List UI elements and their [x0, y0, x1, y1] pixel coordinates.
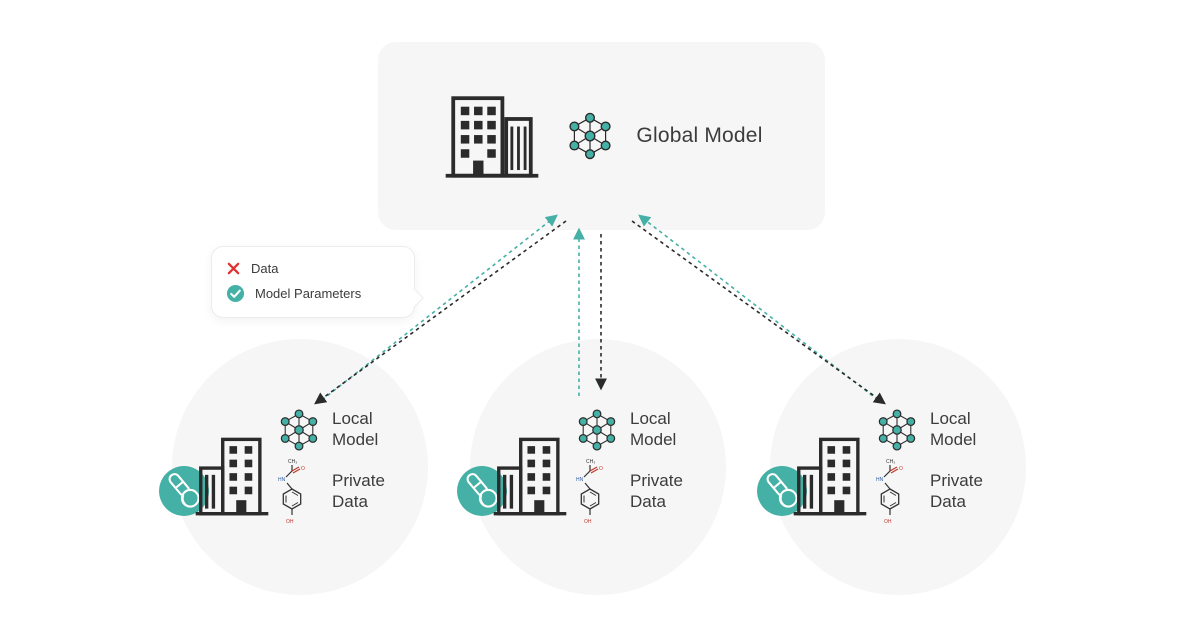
svg-text:HN: HN	[876, 477, 884, 483]
legend-params-label: Model Parameters	[255, 286, 362, 301]
local-model-row: Local Model	[574, 407, 724, 453]
legend-row-data: Data	[226, 261, 400, 276]
private-data-label: Private Data	[630, 471, 683, 511]
svg-text:CH₃: CH₃	[586, 459, 595, 465]
private-data-row: CH₃ O HN OH Private Data	[574, 455, 724, 529]
svg-text:CH₃: CH₃	[886, 459, 895, 465]
molecule-icon: CH₃ O HN OH	[576, 459, 603, 525]
svg-text:HN: HN	[278, 477, 286, 483]
local-node-2: Local Model CH₃ O HN OH	[457, 339, 726, 595]
global-model-panel: Global Model	[378, 42, 825, 230]
molecule-icon: CH₃ O HN OH	[876, 459, 903, 525]
building-icon	[195, 437, 269, 516]
svg-text:O: O	[899, 466, 903, 472]
local-model-label: Local Model	[930, 409, 977, 449]
legend-callout-tail	[404, 288, 424, 308]
legend-data-label: Data	[251, 261, 279, 276]
svg-text:OH: OH	[884, 519, 892, 525]
local-node-1: Local Model CH₃ O HN OH	[159, 339, 428, 595]
hospital-building-icon	[446, 96, 539, 178]
legend-row-params: Model Parameters	[226, 284, 400, 303]
global-model-label: Global Model	[636, 124, 763, 147]
neural-network-icon	[878, 409, 916, 451]
svg-text:OH: OH	[286, 519, 294, 525]
svg-text:CH₃: CH₃	[288, 459, 297, 465]
svg-text:HN: HN	[576, 477, 584, 483]
neural-network-icon	[280, 409, 318, 451]
neural-network-icon	[578, 409, 616, 451]
pills-icon	[457, 466, 507, 516]
private-data-label: Private Data	[930, 471, 983, 511]
pills-icon	[757, 466, 807, 516]
local-model-row: Local Model	[874, 407, 1024, 453]
private-data-row: CH₃ O HN OH Private Data	[874, 455, 1024, 529]
local-node-3: Local Model CH₃ O HN OH	[757, 339, 1026, 595]
building-icon	[793, 437, 867, 516]
red-cross-icon	[227, 262, 240, 275]
private-data-row: CH₃ O HN OH Private Data	[276, 455, 426, 529]
building-icon	[493, 437, 567, 516]
legend-callout: Data Model Parameters	[211, 246, 424, 318]
local-model-label: Local Model	[332, 409, 379, 449]
local-model-row: Local Model	[276, 407, 426, 453]
svg-text:O: O	[301, 466, 305, 472]
pills-icon	[159, 466, 209, 516]
svg-text:O: O	[599, 466, 603, 472]
private-data-label: Private Data	[332, 471, 385, 511]
local-model-label: Local Model	[630, 409, 677, 449]
svg-text:OH: OH	[584, 519, 592, 525]
molecule-icon: CH₃ O HN OH	[278, 459, 305, 525]
neural-network-icon	[569, 112, 612, 160]
teal-check-icon	[226, 284, 245, 303]
